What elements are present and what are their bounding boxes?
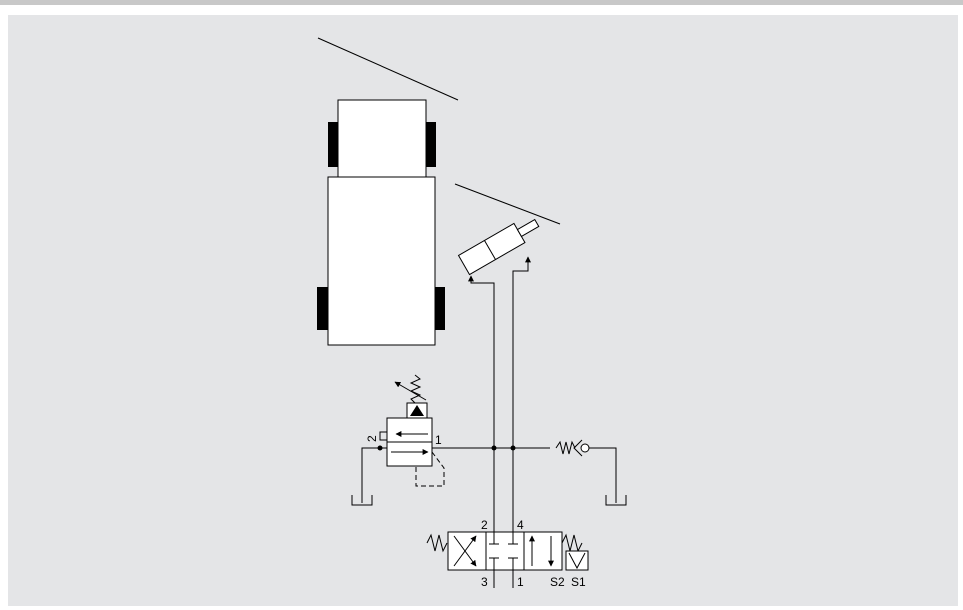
dcv-right-box xyxy=(523,531,563,571)
directional-control-valve: 2 4 3 1 S2 S1 xyxy=(426,518,589,589)
front-right-wheel xyxy=(426,122,436,167)
dcv-left-spring xyxy=(426,533,448,553)
dcv-right-spring xyxy=(561,533,583,553)
front-left-wheel xyxy=(328,122,338,167)
dcv-port-1-label: 1 xyxy=(517,575,524,589)
vehicle-cab xyxy=(337,99,427,178)
dcv-center-box xyxy=(485,531,525,571)
tank-line-right xyxy=(589,447,617,503)
tank-symbol-right xyxy=(605,495,627,506)
tipping-cylinder-assembly xyxy=(454,183,561,568)
check-valve-ball xyxy=(580,443,590,453)
rear-left-wheel xyxy=(317,287,328,330)
cylinder-line-b xyxy=(512,256,531,568)
top-bar xyxy=(0,0,963,5)
diagram-panel xyxy=(8,15,958,606)
tipping-surface-line xyxy=(454,183,561,225)
pressure-relief-valve: 2 1 xyxy=(351,374,445,506)
pressure-lines xyxy=(432,445,550,451)
solenoid-s1-label: S1 xyxy=(571,575,586,589)
rear-right-wheel xyxy=(435,287,445,330)
hydraulic-cylinder xyxy=(457,218,540,276)
relief-valve-spring xyxy=(409,374,422,404)
tank-symbol-left xyxy=(351,495,373,506)
vehicle-body xyxy=(327,176,436,346)
vehicle xyxy=(317,37,459,346)
dcv-left-box xyxy=(447,531,487,571)
relief-valve-pilot-dashed xyxy=(415,451,445,487)
relief-port-1-label: 1 xyxy=(435,433,442,447)
vehicle-top-line xyxy=(317,37,459,101)
relief-valve-adjust-arrow xyxy=(394,381,427,401)
check-valve xyxy=(555,439,627,506)
dcv-port-3-label: 3 xyxy=(481,575,488,589)
relief-port-2-label: 2 xyxy=(365,435,379,442)
dcv-solenoid xyxy=(565,550,589,571)
check-valve-spring xyxy=(555,440,576,455)
relief-valve-pilot-triangle xyxy=(410,405,424,416)
junction-right xyxy=(510,445,516,451)
cylinder-line-a xyxy=(468,275,495,568)
dcv-port-2-label: 2 xyxy=(481,518,488,532)
check-valve-seat xyxy=(573,439,583,457)
solenoid-s2-label: S2 xyxy=(550,575,565,589)
tank-line-left xyxy=(361,447,380,503)
junction-left xyxy=(491,445,497,451)
dcv-port-4-label: 4 xyxy=(517,518,524,532)
